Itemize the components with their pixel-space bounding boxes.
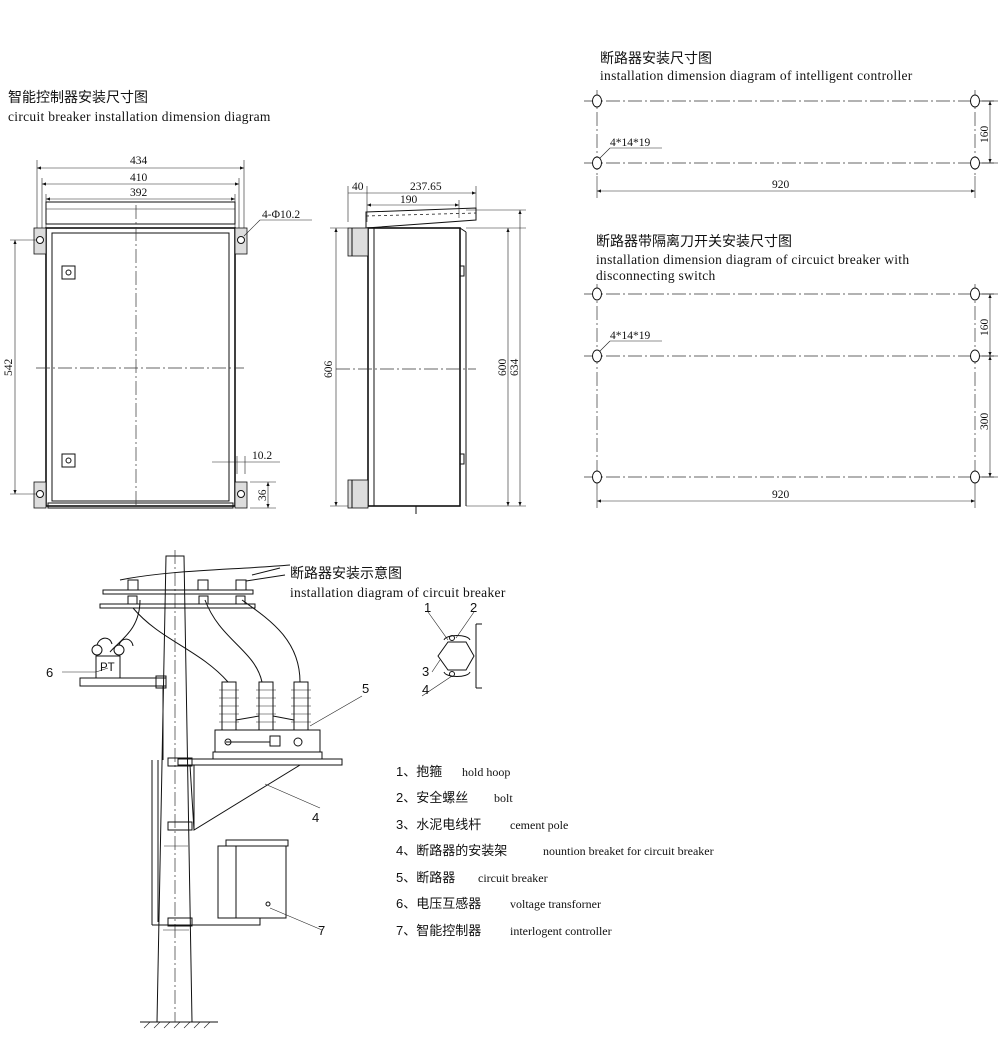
controller-plan-dim-920: 920	[772, 179, 790, 191]
mounting-ear-bottom-right	[234, 481, 248, 509]
disconnect-plan-title-en-2: disconnecting switch	[596, 268, 716, 283]
legend-item-4-en: nountion breaket for circuit breaker	[543, 844, 714, 858]
disconnect-plan-title-en-1: installation dimension diagram of circui…	[596, 252, 909, 267]
legend-item-1-cn: 1、抱箍	[396, 764, 442, 779]
mount-hole	[592, 349, 602, 363]
install-view-title-en: installation diagram of circuit breaker	[290, 585, 506, 600]
mount-hole	[970, 470, 980, 484]
dim-410: 410	[130, 172, 148, 184]
controller-plan-title-cn: 断路器安装尺寸图	[600, 50, 712, 66]
mount-hole	[592, 287, 602, 301]
legend-item: 3、水泥电线杆 cement pole	[396, 817, 568, 832]
controller-plan-holes: 4*14*19	[610, 137, 651, 149]
legend-item-3-en: cement pole	[510, 818, 568, 832]
installation-view: 断路器安装示意图 installation diagram of circuit…	[46, 550, 506, 1029]
dim-237-65: 237.65	[410, 181, 442, 193]
legend-item: 5、断路器 circuit breaker	[396, 870, 548, 885]
legend-item-2-cn: 2、安全螺丝	[396, 790, 468, 805]
dim-392: 392	[130, 187, 148, 199]
callout-5: 5	[362, 681, 369, 696]
hoop-callout-1: 1	[424, 600, 431, 615]
dim-190: 190	[400, 194, 418, 206]
mount-hole	[592, 94, 602, 108]
side-view: 40 237.65 190 606 600 634	[323, 181, 526, 514]
mounting-ear-bottom-left	[33, 481, 47, 509]
circuit-breaker	[212, 681, 323, 760]
dim-434: 434	[130, 155, 148, 167]
hold-hoop-detail: 1 2 3 4	[421, 600, 482, 697]
dim-10-2: 10.2	[252, 450, 272, 462]
insulator-middle	[256, 681, 276, 731]
mounting-ear-top-left	[33, 227, 47, 255]
cement-pole	[156, 550, 193, 1023]
cross-arm-upper	[102, 579, 254, 595]
install-view-title-cn: 断路器安装示意图	[290, 565, 402, 581]
callout-7: 7	[318, 923, 325, 938]
legend-item: 1、抱箍 hold hoop	[396, 764, 510, 779]
legend-item-1-en: hold hoop	[462, 765, 510, 779]
disconnect-plan: 断路器带隔离刀开关安装尺寸图 installation dimension di…	[584, 233, 998, 508]
front-view-title-cn: 智能控制器安装尺寸图	[8, 89, 148, 105]
disconnect-plan-holes: 4*14*19	[610, 330, 651, 342]
controller-plan-dim-160: 160	[979, 126, 991, 144]
breaker-mounting-bracket	[167, 757, 343, 831]
legend-item: 7、智能控制器 interlogent controller	[396, 923, 612, 938]
dim-634: 634	[509, 359, 521, 377]
mounting-ear-top-right	[234, 227, 248, 255]
legend-item-5-en: circuit breaker	[478, 871, 548, 885]
legend-item-6-cn: 6、电压互感器	[396, 896, 481, 911]
dim-holes: 4-Φ10.2	[262, 209, 300, 221]
mount-hole	[970, 156, 980, 170]
mount-hole	[970, 349, 980, 363]
disconnect-plan-title-cn: 断路器带隔离刀开关安装尺寸图	[596, 233, 792, 249]
legend-item-3-cn: 3、水泥电线杆	[396, 817, 481, 832]
dim-36: 36	[257, 489, 269, 501]
legend: 1、抱箍 hold hoop 2、安全螺丝 bolt 3、水泥电线杆 cemen…	[396, 764, 714, 938]
disconnect-plan-dim-920: 920	[772, 489, 790, 501]
insulator-left	[219, 681, 239, 731]
controller-plan-title-en: installation dimension diagram of intell…	[600, 68, 913, 83]
legend-item-6-en: voltage transforner	[510, 897, 601, 911]
voltage-transformer: PT	[79, 637, 167, 689]
dim-606: 606	[323, 361, 335, 379]
mount-hole	[592, 470, 602, 484]
legend-item-2-en: bolt	[494, 791, 513, 805]
legend-item-5-cn: 5、断路器	[396, 870, 455, 885]
hoop-callout-2: 2	[470, 600, 477, 615]
mount-hole	[970, 287, 980, 301]
legend-item-7-cn: 7、智能控制器	[396, 923, 481, 938]
dim-600: 600	[497, 359, 509, 377]
legend-item-7-en: interlogent controller	[510, 924, 612, 938]
legend-item: 6、电压互感器 voltage transforner	[396, 896, 601, 911]
controller-plan: 断路器安装尺寸图 installation dimension diagram …	[584, 50, 998, 198]
disconnect-plan-dim-160: 160	[979, 319, 991, 337]
insulator-right	[291, 681, 311, 731]
disconnect-plan-dim-300: 300	[979, 413, 991, 431]
front-view-title-en: circuit breaker installation dimension d…	[8, 109, 271, 124]
callout-4: 4	[312, 810, 319, 825]
legend-item: 4、断路器的安装架 nountion breaket for circuit b…	[396, 843, 714, 858]
mount-hole	[592, 156, 602, 170]
callout-6: 6	[46, 665, 53, 680]
front-view: 智能控制器安装尺寸图 circuit breaker installation …	[3, 89, 312, 509]
hoop-callout-4: 4	[422, 682, 429, 697]
hoop-callout-3: 3	[422, 664, 429, 679]
dim-542: 542	[3, 359, 15, 377]
legend-item-4-cn: 4、断路器的安装架	[396, 843, 507, 858]
cross-arm-lower	[99, 595, 256, 609]
legend-item: 2、安全螺丝 bolt	[396, 790, 513, 805]
intelligent-controller	[167, 839, 289, 927]
dim-40: 40	[352, 181, 364, 193]
mount-hole	[970, 94, 980, 108]
